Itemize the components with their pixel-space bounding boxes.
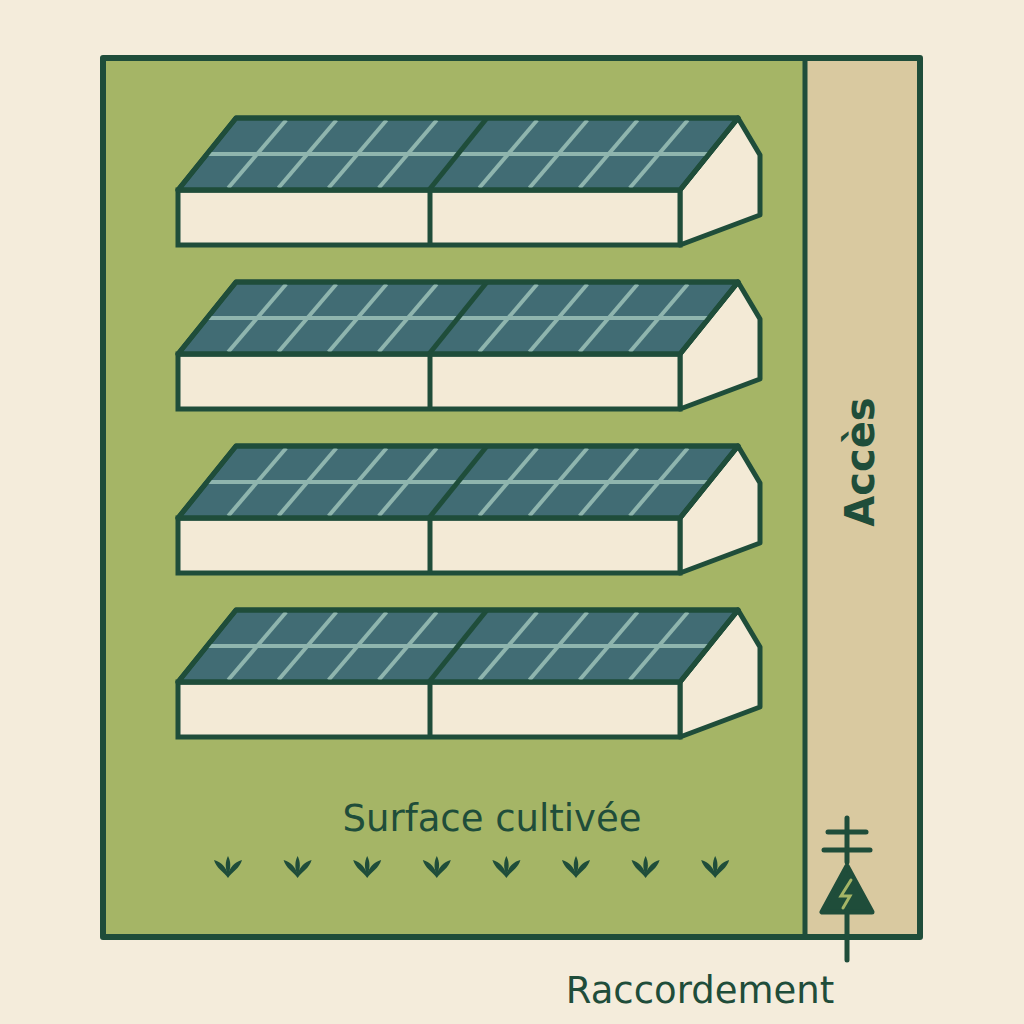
plant-row bbox=[214, 856, 729, 878]
cultivated-field: Surface cultivée bbox=[103, 58, 805, 937]
plant-icon bbox=[284, 856, 312, 878]
plant-icon bbox=[562, 856, 590, 878]
plant-icon bbox=[632, 856, 660, 878]
area-label: Surface cultivée bbox=[343, 800, 642, 837]
plant-icon bbox=[423, 856, 451, 878]
plant-icon bbox=[492, 856, 520, 878]
connection-label: Raccordement bbox=[566, 972, 834, 1009]
plant-icon bbox=[214, 856, 242, 878]
site-border bbox=[103, 58, 920, 937]
field-ground bbox=[103, 58, 920, 937]
grid-connection-symbol bbox=[822, 818, 872, 960]
access-label: Accès bbox=[840, 397, 880, 526]
plant-icon bbox=[353, 856, 381, 878]
access-strip: Accès bbox=[805, 58, 920, 937]
access-band bbox=[805, 58, 920, 937]
plant-icon bbox=[701, 856, 729, 878]
